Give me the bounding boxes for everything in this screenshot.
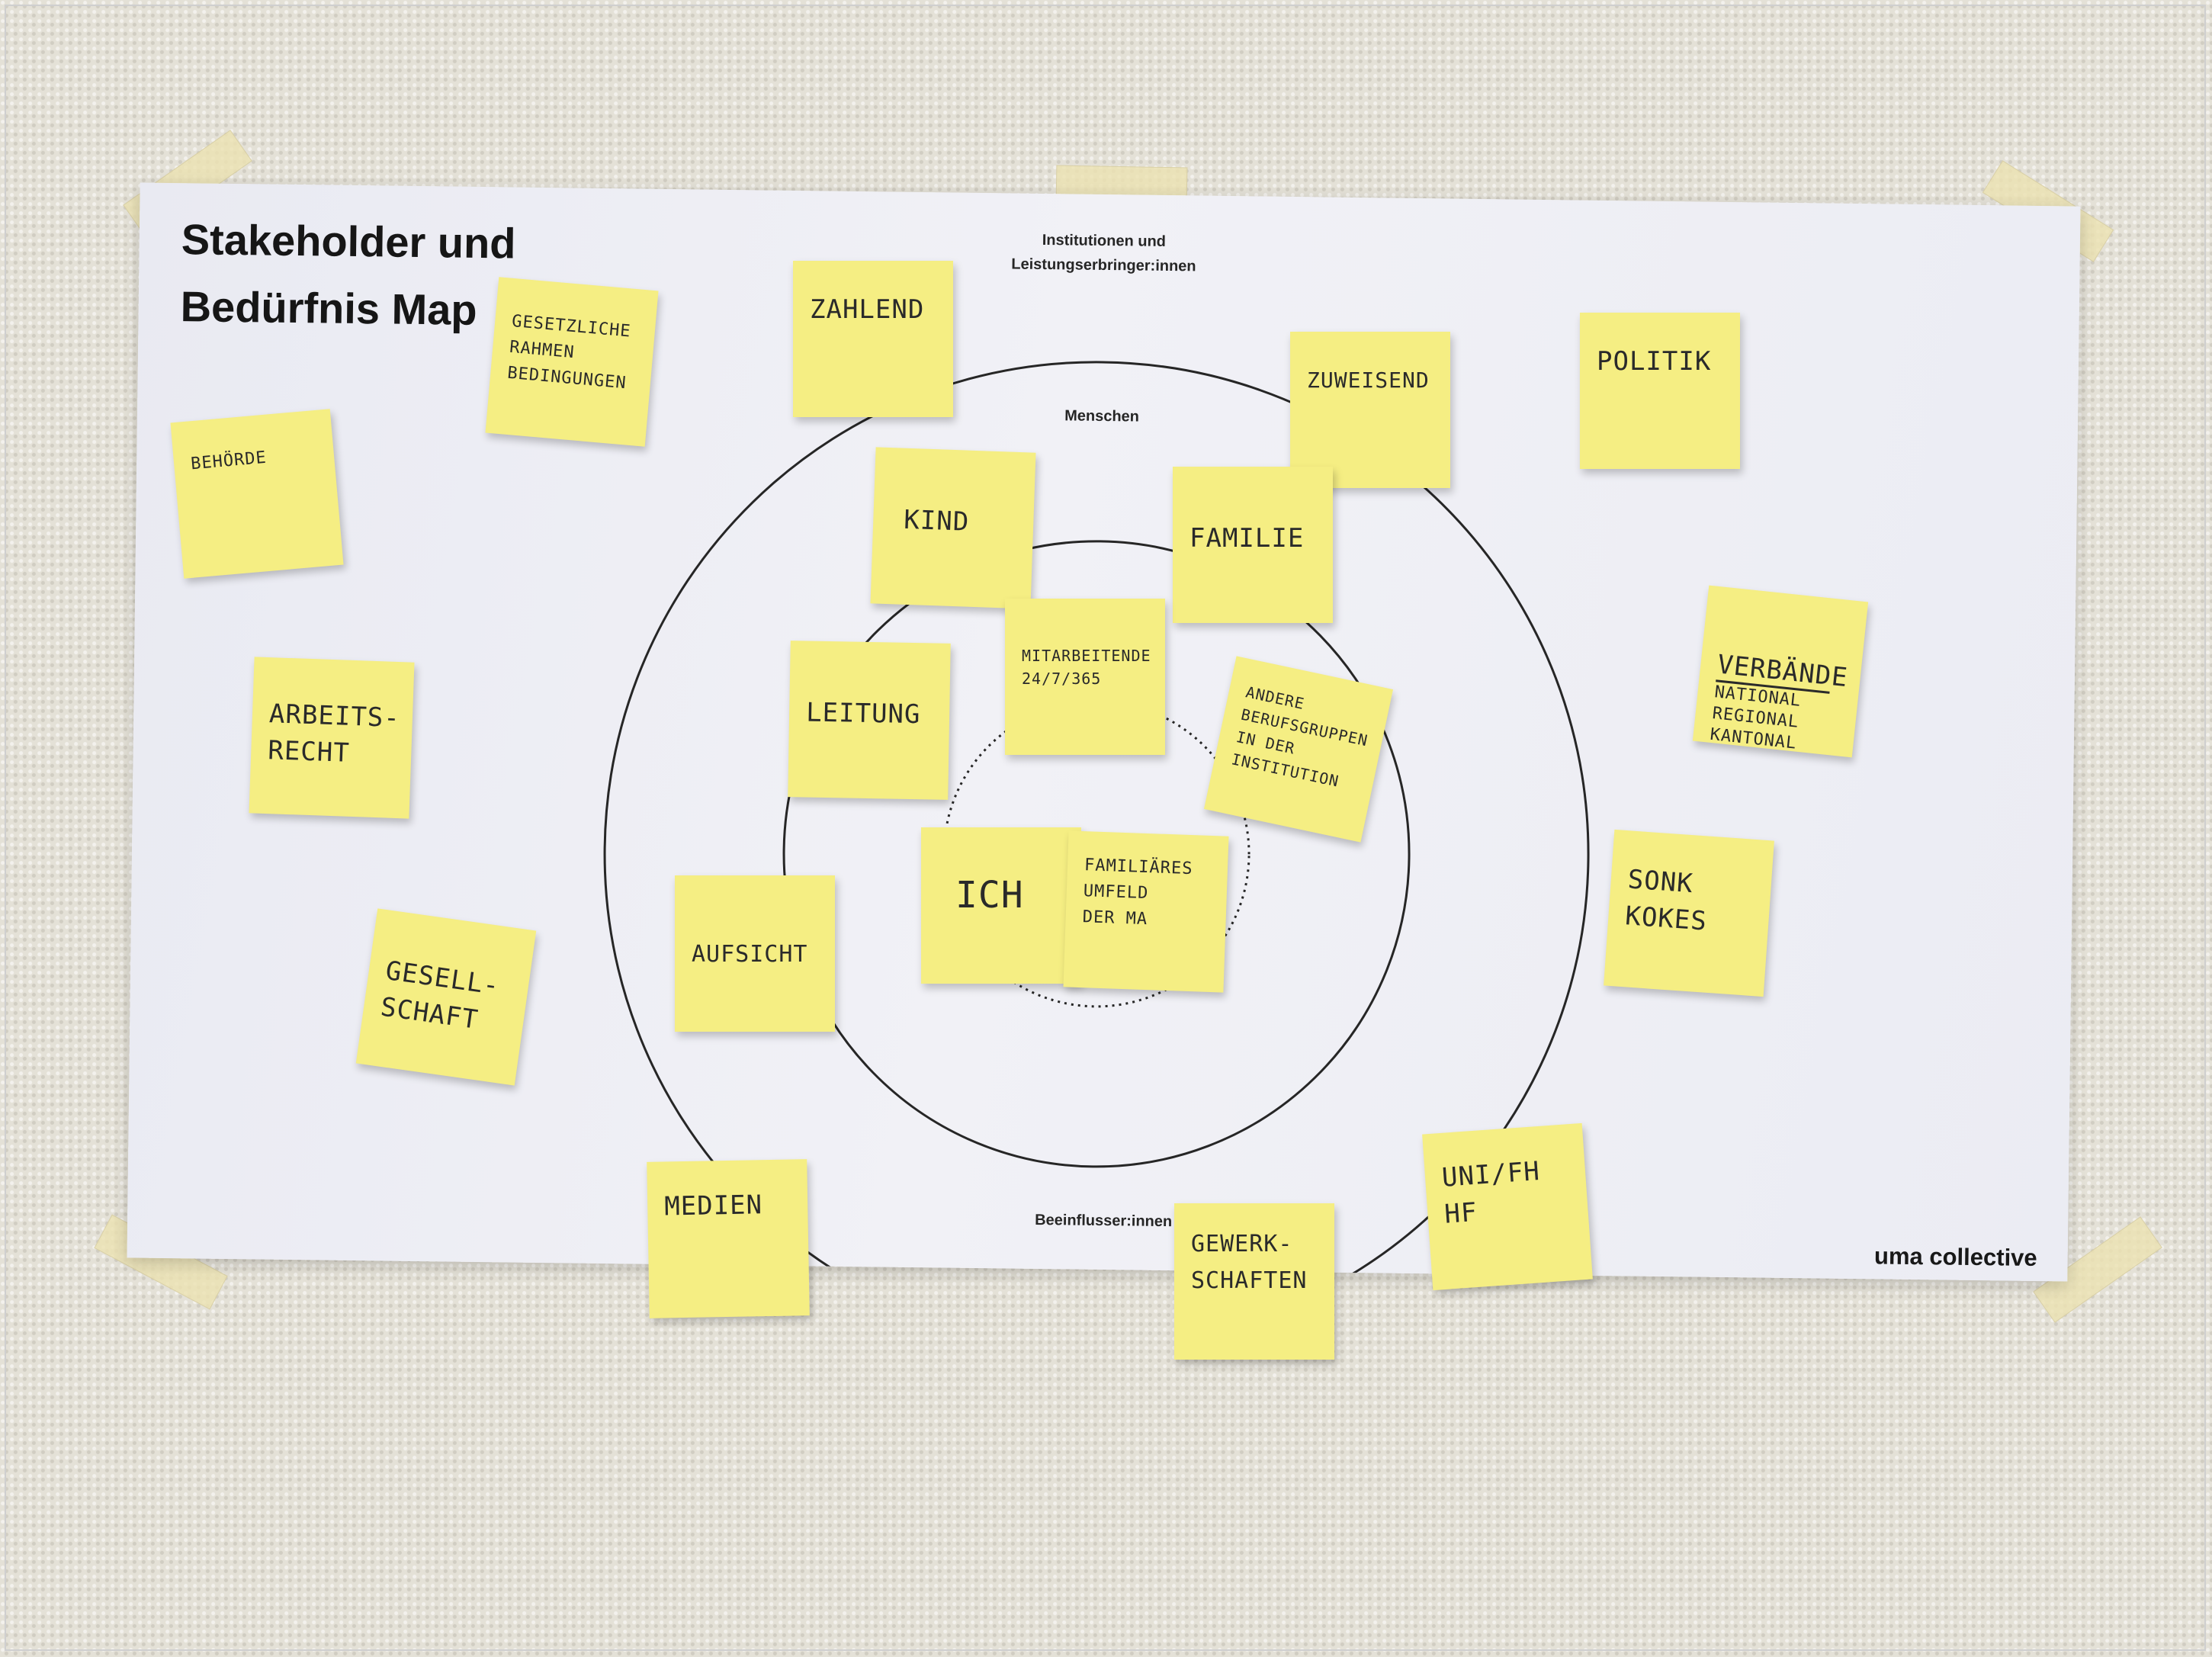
note-politik[interactable]: POLITIK <box>1580 313 1740 469</box>
note-uni-fh[interactable]: UNI/FH HF <box>1422 1122 1593 1291</box>
note-ich[interactable]: ICH <box>921 827 1081 984</box>
brand-logo-text: uma collective <box>1873 1242 2037 1272</box>
note-gesetzliche-rahmenbedingungen[interactable]: GESETZLICHE RAHMEN BEDINGUNGEN <box>485 277 659 447</box>
note-behoerde[interactable]: BEHÖRDE <box>170 409 344 579</box>
note-zuweisend[interactable]: ZUWEISEND <box>1290 332 1450 488</box>
note-sonk-kokes[interactable]: SONK KOKES <box>1604 829 1774 997</box>
poster-title-line1: Stakeholder und <box>181 215 516 268</box>
middle-ring <box>782 540 1411 1168</box>
note-arbeitsrecht[interactable]: ARBEITS- RECHT <box>249 657 415 819</box>
bottom-label: Beeinflusser:innen <box>1035 1211 1173 1231</box>
note-medien[interactable]: MEDIEN <box>647 1159 810 1318</box>
middle-ring-label: Menschen <box>1064 407 1140 425</box>
outer-ring <box>603 361 1590 1282</box>
note-familiaeres-umfeld[interactable]: FAMILIÄRES UMFELD DER MA <box>1063 830 1229 993</box>
note-gesellschaft[interactable]: GESELL- SCHAFT <box>355 908 537 1086</box>
inner-dotted-ring <box>942 700 1250 1008</box>
note-kind[interactable]: KIND <box>870 447 1036 609</box>
note-zahlend[interactable]: ZAHLEND <box>793 261 953 417</box>
note-mitarbeitende[interactable]: MITARBEITENDE 24/7/365 <box>1005 599 1165 755</box>
note-aufsicht[interactable]: AUFSICHT <box>675 875 835 1032</box>
note-familie[interactable]: FAMILIE <box>1173 467 1333 623</box>
note-gewerkschaften[interactable]: GEWERK- SCHAFTEN <box>1174 1203 1334 1360</box>
note-leitung[interactable]: LEITUNG <box>788 641 951 800</box>
stakeholder-map-poster: Stakeholder und Bedürfnis Map Institutio… <box>127 182 2081 1282</box>
note-andere-berufsgruppen[interactable]: ANDERE BERUFSGRUPPEN IN DER INSTITUTION <box>1203 656 1394 843</box>
outer-ring-label: Institutionen und Leistungserbringer:inn… <box>1011 231 1196 275</box>
verbaende-subtitle: NATIONAL REGIONAL KANTONAL <box>1709 682 1803 753</box>
concentric-rings <box>603 361 1590 1282</box>
